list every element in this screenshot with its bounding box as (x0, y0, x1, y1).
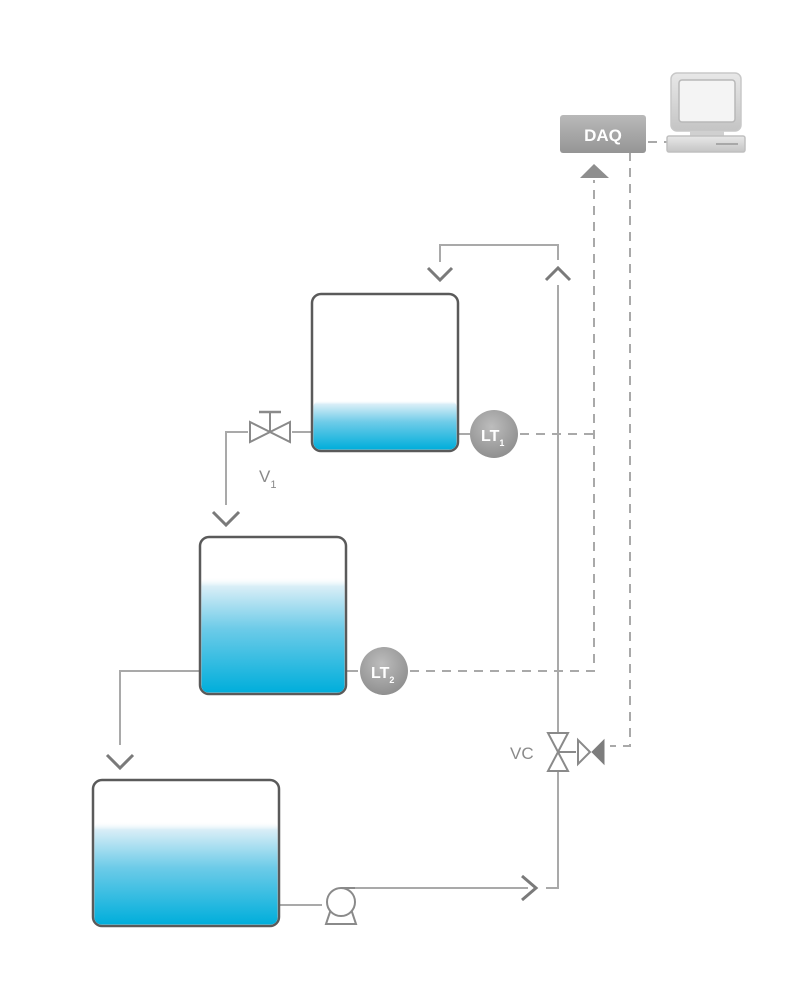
control-valve-label: VC (510, 744, 534, 763)
pump-casing (326, 887, 356, 917)
tank-2 (198, 535, 348, 696)
top-return-pipe (439, 244, 559, 262)
monitor-neck (690, 131, 724, 137)
daq-box (560, 115, 646, 153)
tank-1-water (313, 400, 457, 450)
actuator-head (591, 738, 605, 766)
arrow-into-tank1 (426, 266, 454, 283)
lt2-label: LT2 (371, 665, 394, 685)
actuator-outline (577, 737, 592, 767)
valve-v1[interactable]: V1 (249, 410, 291, 491)
tank-3-water (94, 821, 278, 925)
process-piping (119, 244, 559, 906)
lt2-signal-line (410, 180, 595, 672)
daq-label: DAQ (584, 126, 622, 145)
tank2-outlet-pipe (119, 670, 200, 745)
valve-v1-label: V1 (259, 467, 276, 491)
pump-to-vc-pipe (546, 772, 559, 889)
tank-1 (310, 292, 460, 453)
arrow-pump-flow (521, 874, 539, 902)
level-transmitter-2[interactable]: LT2 (360, 647, 408, 695)
tank-2-water (201, 577, 345, 693)
arrow-return-up (544, 265, 572, 282)
signal-lines (410, 141, 668, 747)
arrow-into-tank2 (211, 510, 241, 528)
lt1-label: LT1 (481, 428, 504, 448)
daq-to-vc-signal (610, 152, 631, 747)
pump[interactable] (324, 887, 358, 925)
arrow-into-tank3 (105, 753, 135, 771)
tank-3 (91, 778, 281, 928)
computer-icon[interactable] (666, 72, 746, 153)
daq-unit[interactable]: DAQ (560, 115, 646, 178)
flow-arrows (105, 265, 572, 902)
computer-base (666, 135, 746, 153)
lt2-circle (360, 647, 408, 695)
monitor-screen (678, 79, 736, 123)
control-valve-vc[interactable]: VC (510, 732, 605, 772)
daq-input-arrow (580, 164, 609, 178)
lt1-circle (470, 410, 518, 458)
v1-to-tank2-pipe (225, 431, 248, 505)
level-transmitter-1[interactable]: LT1 (470, 410, 518, 458)
